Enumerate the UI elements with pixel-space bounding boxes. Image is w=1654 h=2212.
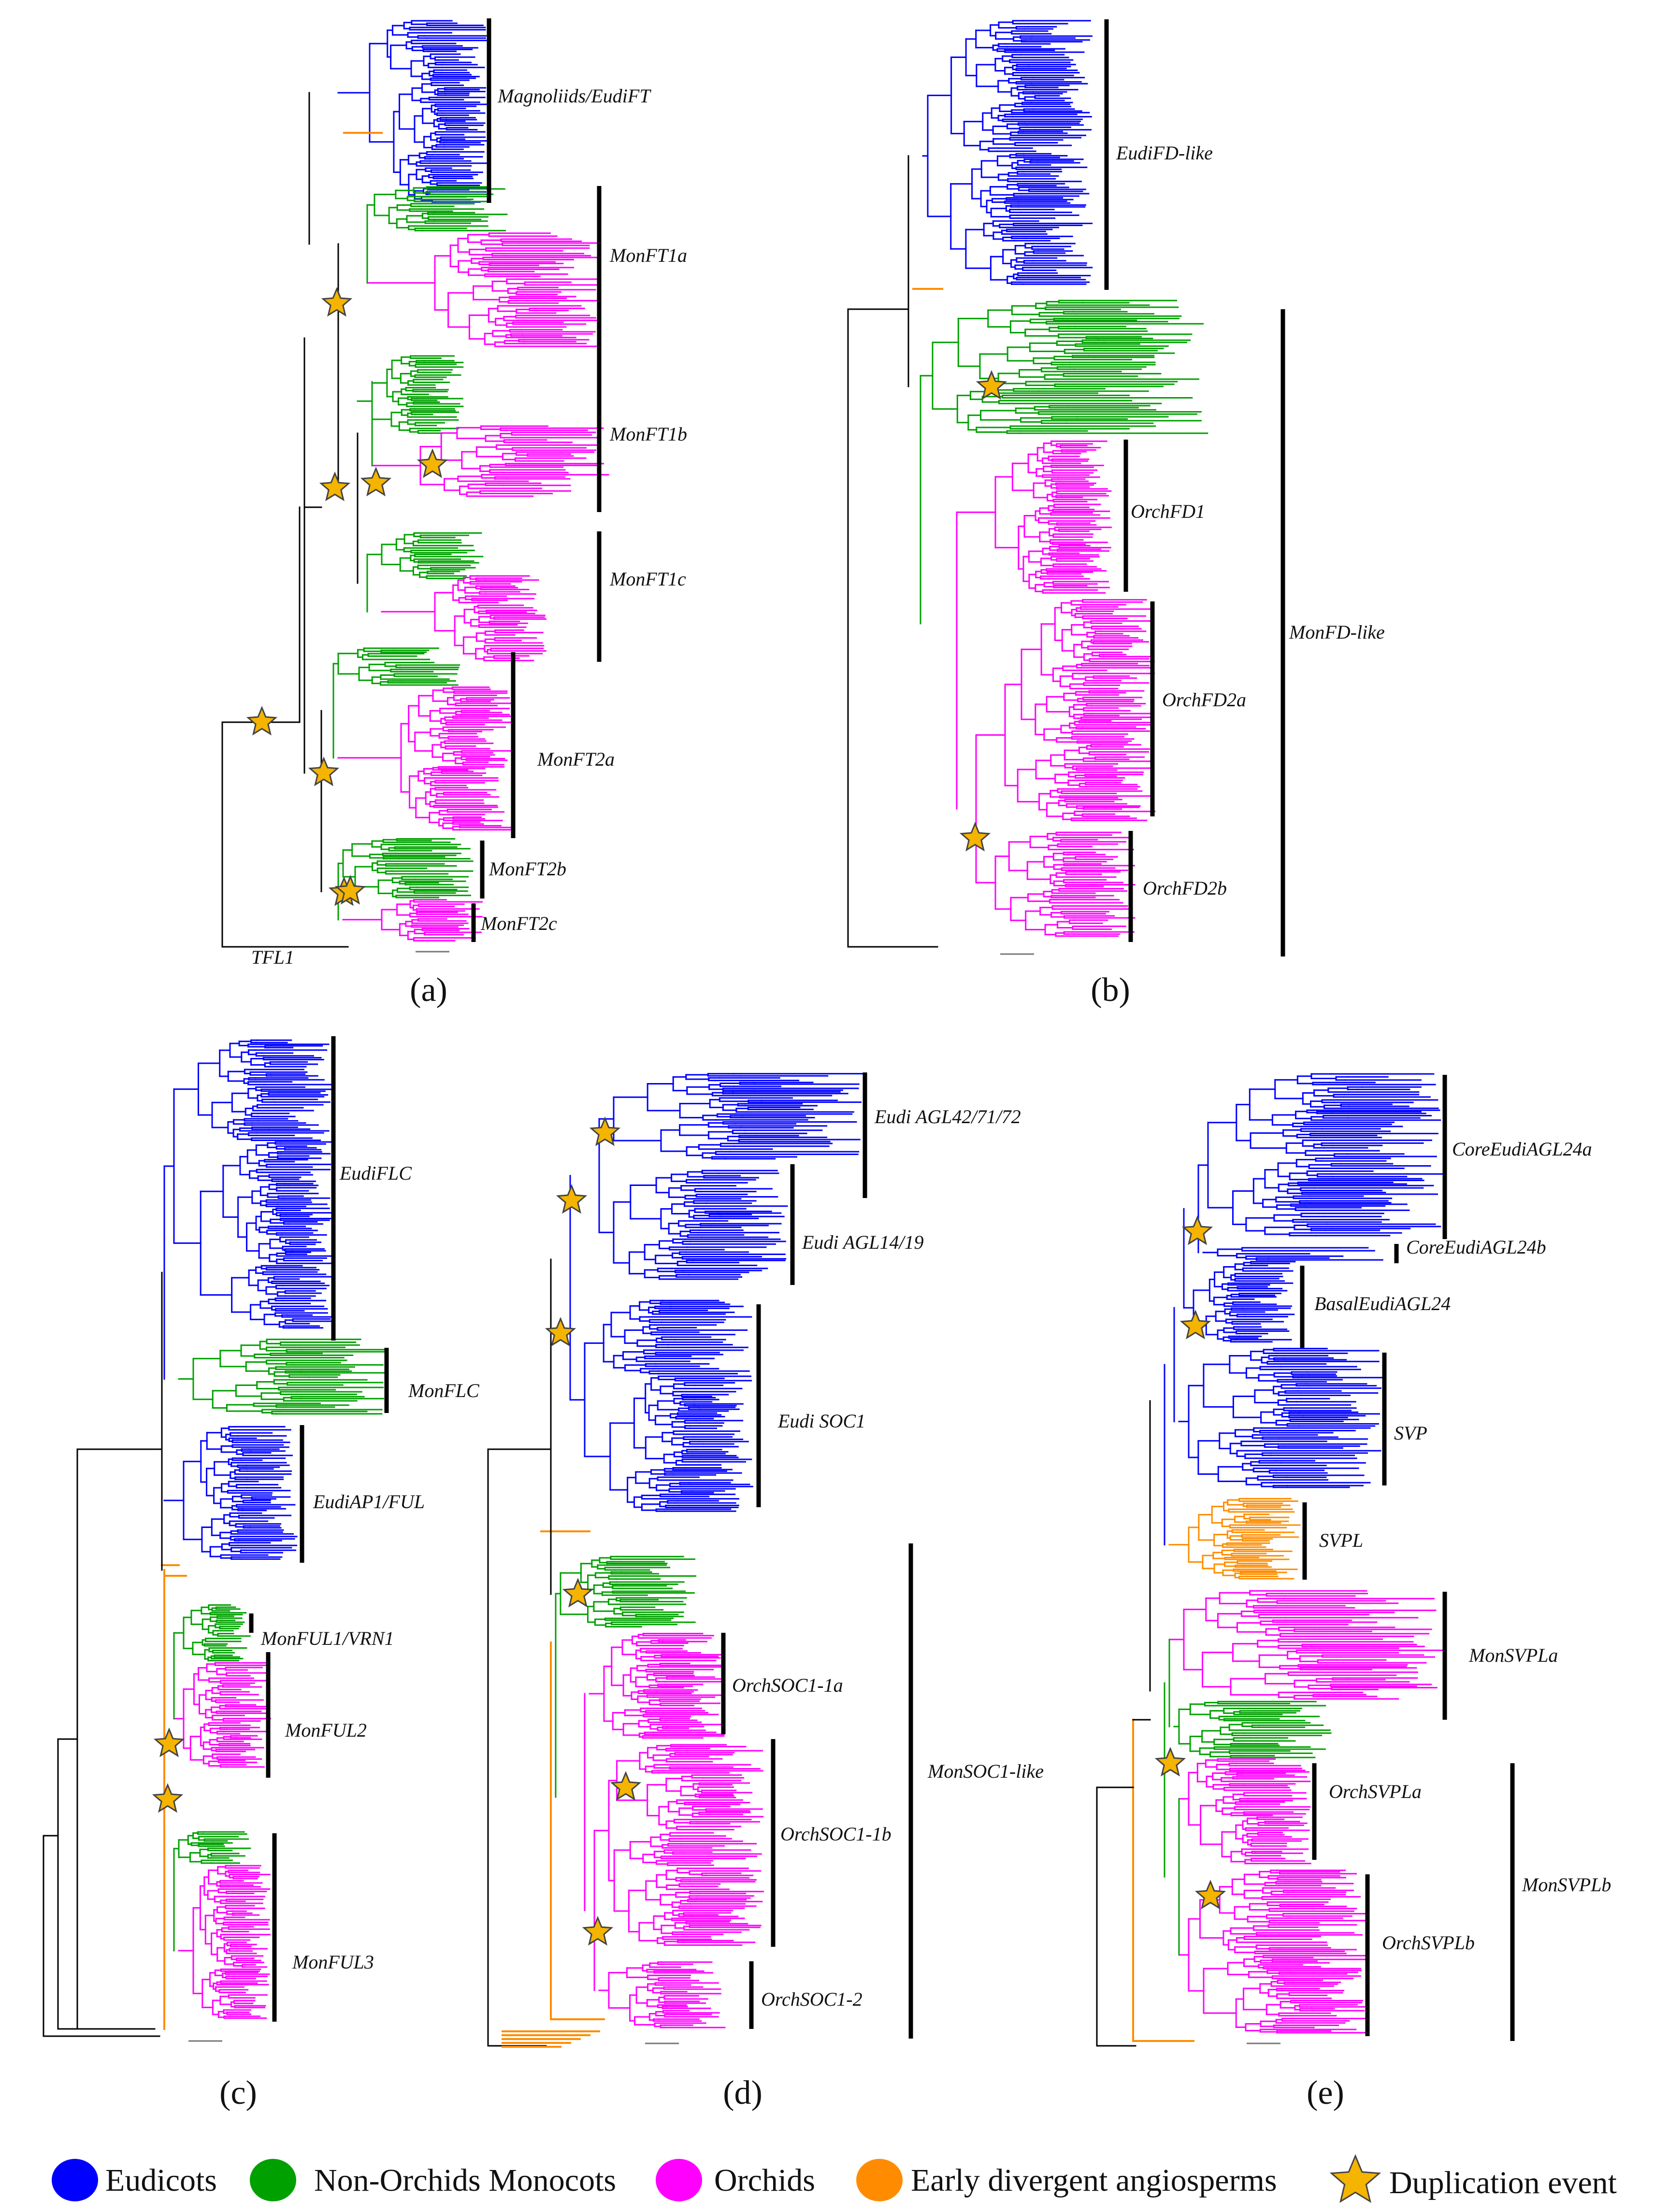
tree-layer [43,20,1444,2048]
